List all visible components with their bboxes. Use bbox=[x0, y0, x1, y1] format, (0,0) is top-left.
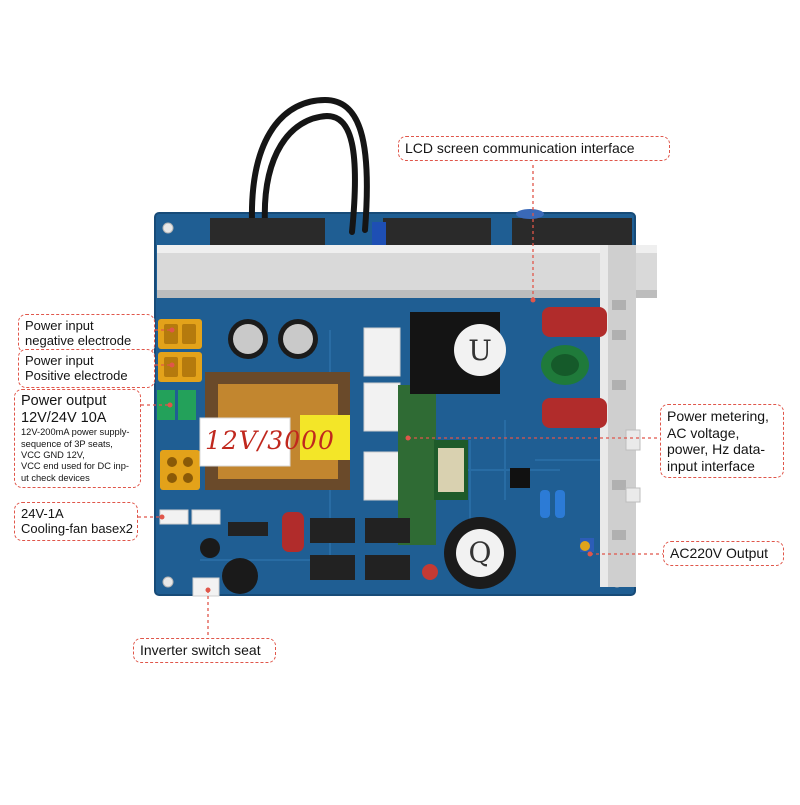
output-connectors bbox=[160, 450, 200, 490]
callout-fan-line-1: 24V-1A bbox=[21, 506, 64, 521]
leader-dots bbox=[159, 297, 593, 593]
center-connectors bbox=[363, 327, 401, 501]
callout-inverter-switch-seat: Inverter switch seat bbox=[133, 638, 276, 663]
callout-output-line-2: 12V/24V 10A bbox=[21, 410, 107, 427]
svg-text:U: U bbox=[468, 334, 492, 367]
callout-lcd-line-1: LCD screen communication interface bbox=[405, 140, 635, 156]
callout-meter-line-2: AC voltage, bbox=[667, 424, 740, 441]
callout-output-detail-3: VCC GND 12V, bbox=[21, 449, 85, 460]
callout-output-detail-5: ut check devices bbox=[21, 472, 90, 483]
callout-ac220-line-1: AC220V Output bbox=[670, 545, 769, 561]
inverter-switch-seat-part bbox=[192, 577, 220, 597]
callout-power-input-negative: Power input negative electrode bbox=[18, 314, 155, 353]
callout-inverter-line-1: Inverter switch seat bbox=[140, 642, 261, 658]
callout-power-input-positive: Power input Positive electrode bbox=[18, 349, 155, 388]
svg-text:Q: Q bbox=[469, 536, 492, 569]
sticker-handwriting: 12V/3000 bbox=[205, 426, 335, 455]
black-wire-loop bbox=[248, 96, 370, 235]
callout-neg-line-1: Power input bbox=[25, 318, 94, 333]
transformer bbox=[199, 372, 350, 490]
callout-pos-line-1: Power input bbox=[25, 353, 94, 368]
callout-meter-line-4: input interface bbox=[667, 457, 755, 474]
callout-cooling-fan: 24V-1A Cooling-fan basex2 bbox=[14, 502, 138, 541]
callout-lcd-interface: LCD screen communication interface bbox=[398, 136, 670, 161]
callout-meter-line-3: power, Hz data- bbox=[667, 441, 766, 458]
callout-output-detail-1: 12V-200mA power supply- bbox=[21, 427, 130, 438]
daughter-board bbox=[398, 385, 468, 545]
electrolytic-capacitors bbox=[228, 319, 318, 359]
toroid-choke-top: U bbox=[410, 312, 506, 394]
toroid-choke-bottom: Q bbox=[444, 517, 516, 589]
callout-ac220v-output: AC220V Output bbox=[663, 541, 784, 566]
leader-lines bbox=[138, 165, 663, 638]
callout-output-detail-2: sequence of 3P seats, bbox=[21, 438, 113, 449]
callout-power-metering: Power metering, AC voltage, power, Hz da… bbox=[660, 404, 784, 479]
callout-meter-line-1: Power metering, bbox=[667, 408, 769, 424]
callout-power-output: Power output 12V/24V 10A 12V-200mA power… bbox=[14, 389, 141, 488]
fan-connectors bbox=[159, 509, 221, 525]
callout-output-detail-4: VCC end used for DC inp- bbox=[21, 461, 129, 472]
input-connectors bbox=[158, 319, 202, 382]
right-edge-terminals bbox=[625, 429, 641, 503]
small-components bbox=[200, 468, 594, 594]
film-capacitors bbox=[541, 307, 607, 428]
top-transistors bbox=[210, 209, 632, 248]
callout-pos-line-2: Positive electrode bbox=[25, 368, 128, 384]
callout-fan-line-2: Cooling-fan basex2 bbox=[21, 521, 134, 537]
callout-output-line-1: Power output bbox=[21, 393, 107, 409]
callout-neg-line-2: negative electrode bbox=[25, 333, 132, 349]
